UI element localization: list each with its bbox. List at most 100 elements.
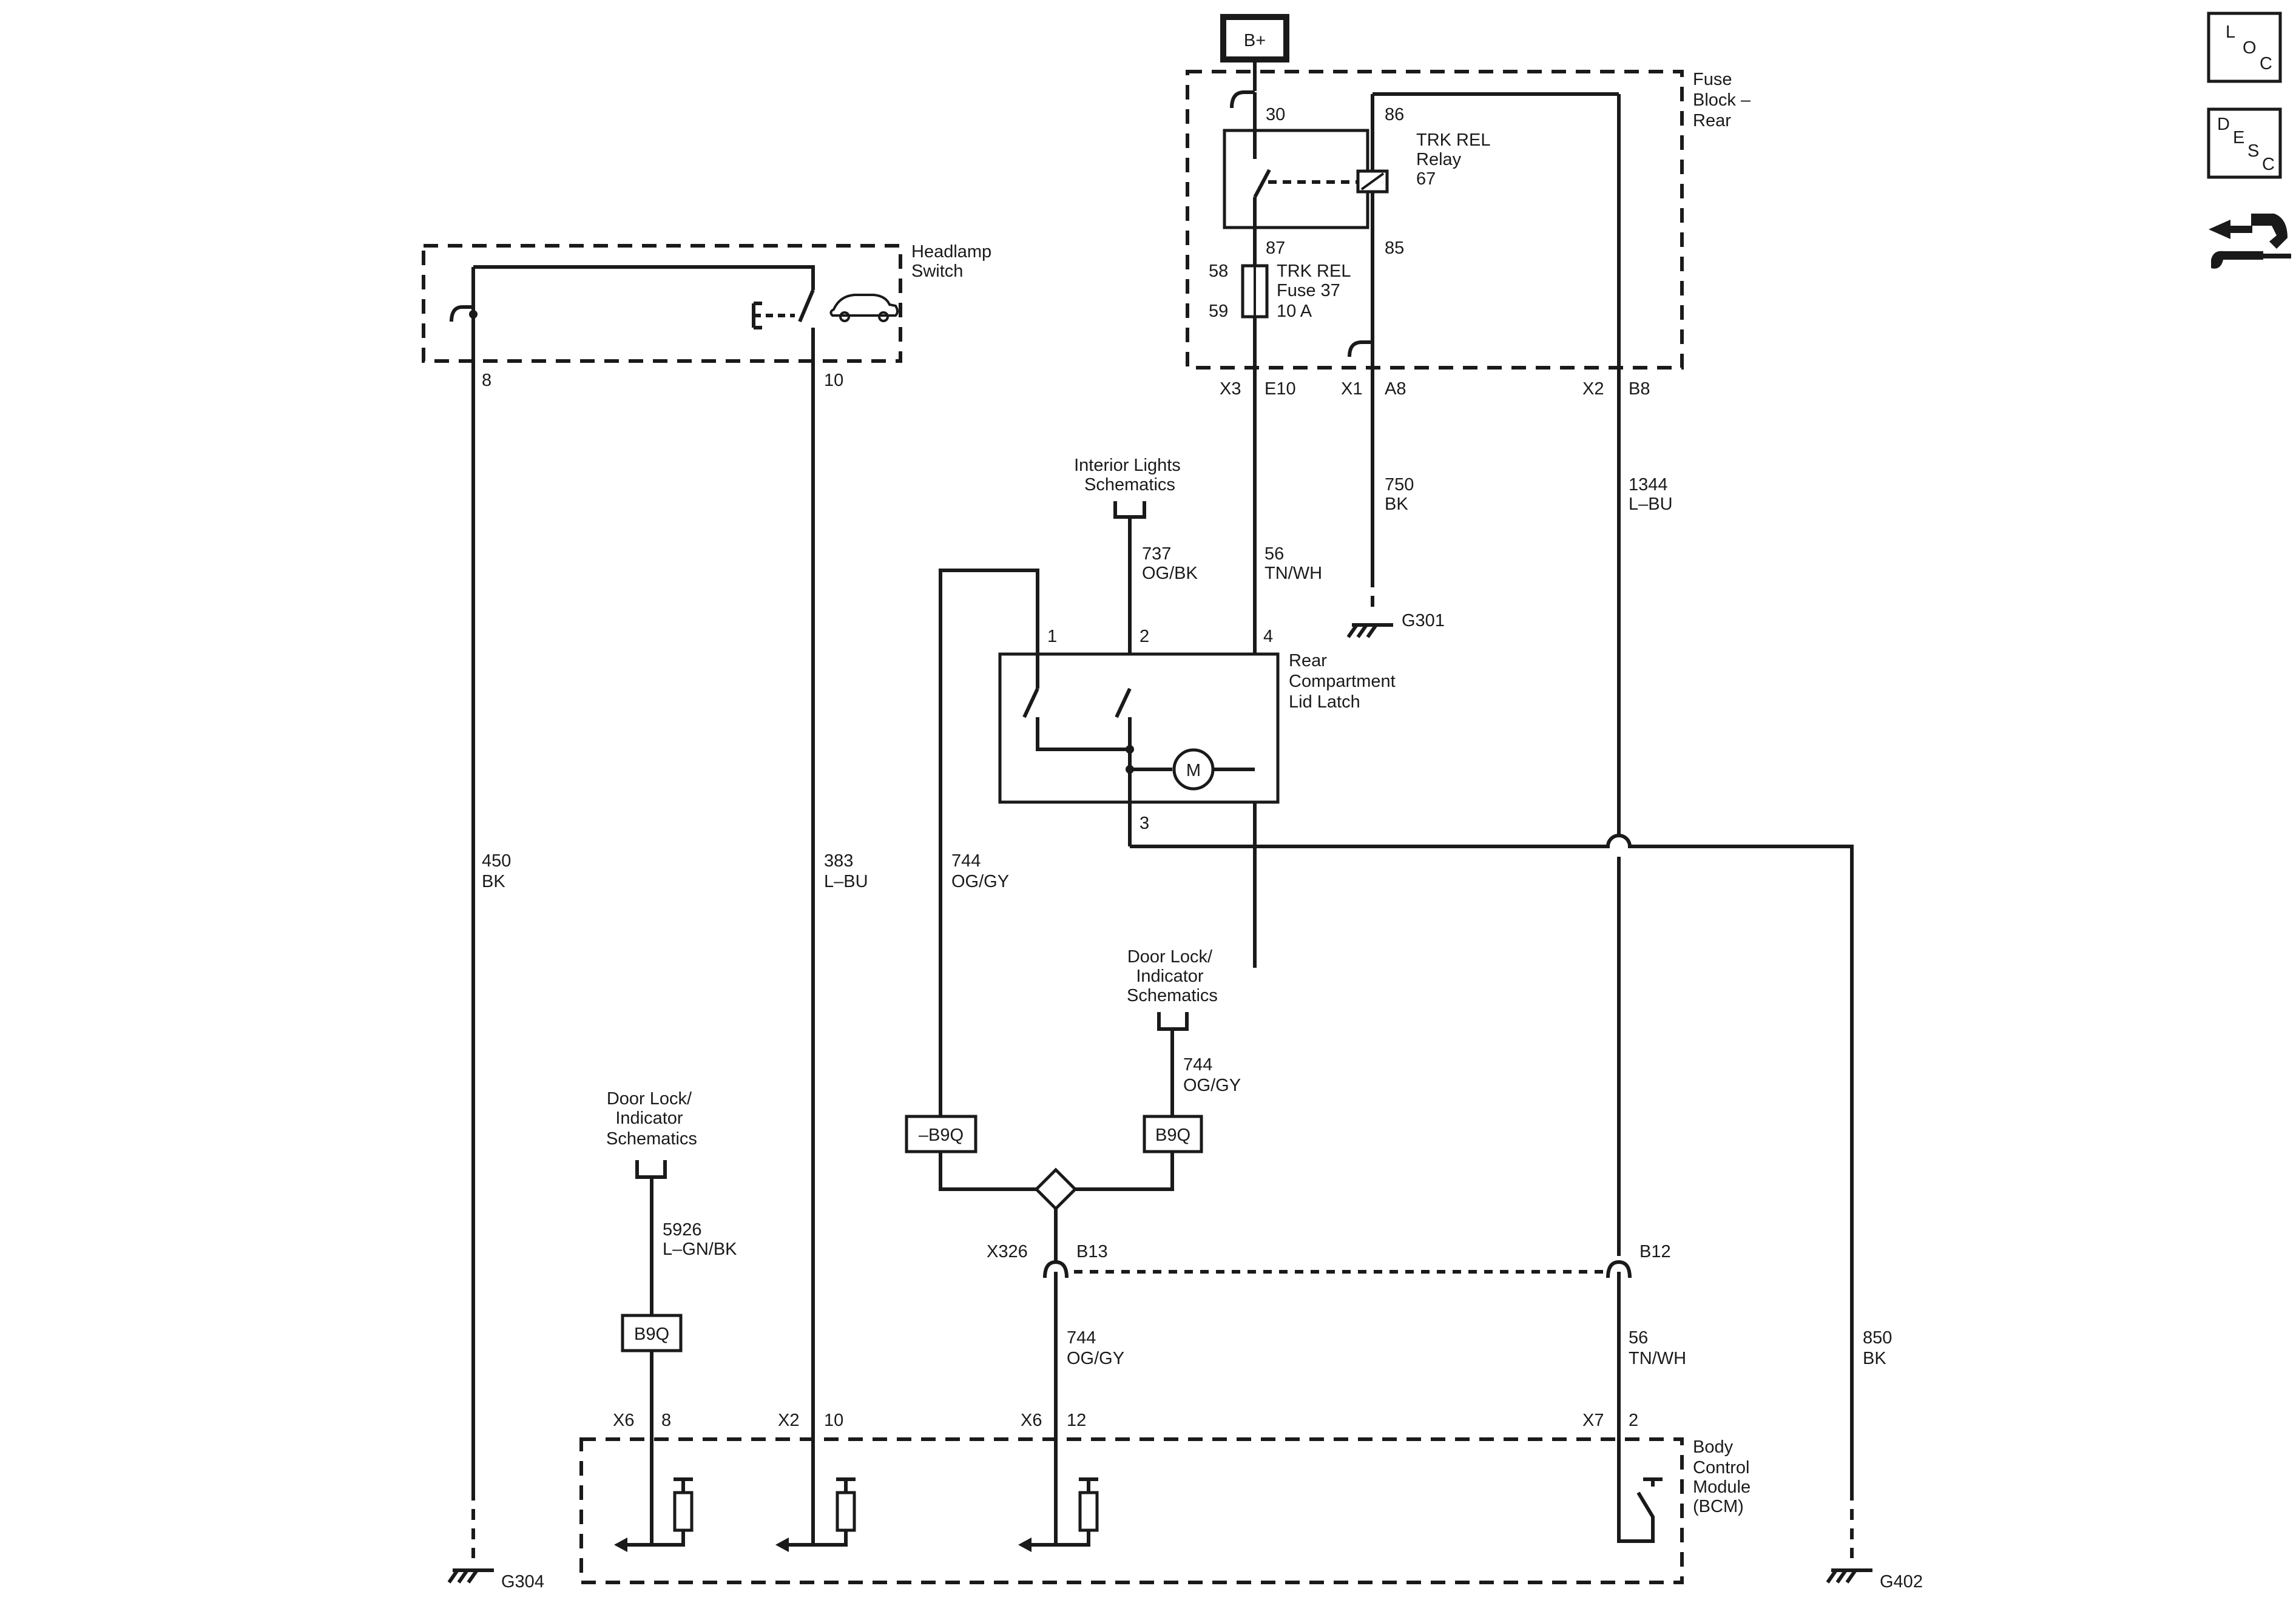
pin-87: 87 [1266,238,1285,258]
rear-compartment-lid-latch-box [998,652,1280,804]
headlamp-pin-8: 8 [482,371,491,390]
wire-737-label: 737 OG/BK [1142,544,1198,583]
svg-text:L: L [2226,22,2235,42]
latch-switch-1-contact [1022,687,1039,718]
bcm-input-pin-8 [614,1477,694,1552]
wire-383-label: 383 L–BU [824,851,868,891]
door-lock-indicator-ref-right: Door Lock/ Indicator Schematics [1127,947,1218,1005]
pin-86: 86 [1385,105,1404,124]
option-neg-b9q-box [905,1115,977,1153]
connector-a8-symbol [1348,340,1373,357]
door-lock-ref-left-bracket [635,1160,667,1179]
conn-b8: B8 [1629,379,1650,399]
pin-30: 30 [1266,105,1285,124]
wire-744-upper-label: 744 OG/GY [951,851,1009,891]
headlamp-switch-label: Headlamp Switch [911,242,996,281]
connector-30-symbol [1230,90,1255,109]
vehicle-trunk-icon [829,294,899,317]
connector-repair-icon[interactable] [2209,214,2291,269]
latch-pin-4: 4 [1263,627,1273,646]
ground-g304: G304 [447,1568,544,1592]
headlamp-connector-8-symbol [450,305,473,322]
conn-a8: A8 [1385,379,1406,399]
headlamp-switch-boundary [422,244,902,363]
g304-label: G304 [501,1572,544,1592]
conn-e10: E10 [1264,379,1296,399]
x326-label: X326 [987,1242,1028,1261]
option-b9q-left-box [621,1314,683,1352]
b13-label: B13 [1076,1242,1108,1261]
latch-pin-1: 1 [1047,627,1057,646]
wire-850-label: 850 BK [1863,1328,1897,1368]
bcm-conn-x6-a: X6 [613,1411,634,1430]
wire-56-tn-wh-bcm [1617,1272,1655,1543]
svg-text:D: D [2217,115,2230,134]
svg-text:O: O [2243,38,2257,58]
pushbutton-symbol [752,302,762,329]
pin-58: 58 [1209,262,1228,281]
conn-x1: X1 [1341,379,1362,399]
bcm-conn-x7: X7 [1582,1411,1604,1430]
wire-744-og-gy-pin1 [939,569,1039,1116]
trk-rel-relay-label: TRK REL Relay 67 [1416,130,1494,189]
bcm-conn-x2: X2 [778,1411,799,1430]
latch-switch-2-contact [1115,687,1132,718]
svg-text:C: C [2262,155,2275,174]
relay-switch-contact [1253,169,1271,198]
door-lock-indicator-ref-left: Door Lock/ Indicator Schematics [606,1089,697,1149]
bcm-boundary [579,1437,1684,1584]
wire-56-tn-wh-upper-label: 56 TN/WH [1264,544,1322,583]
inline-connector-b13 [1043,1260,1069,1278]
option-b9q-right: B9Q [1155,1126,1190,1145]
latch-pin-3: 3 [1140,814,1149,833]
conn-x2: X2 [1582,379,1604,399]
door-lock-ref-right-bracket [1157,1012,1189,1031]
motor-label: M [1186,761,1201,780]
option-b9q-left: B9Q [634,1325,669,1344]
interior-lights-ref-bracket [1113,501,1146,519]
trk-rel-relay-box [1223,129,1369,229]
b12-label: B12 [1639,1242,1671,1261]
headlamp-switch-internal-wire [473,265,815,290]
headlamp-pin-10: 10 [824,371,843,390]
wire-744-bcm-label: 744 OG/GY [1067,1328,1124,1368]
conn-x3: X3 [1220,379,1241,399]
inline-connector-b12 [1606,1260,1632,1278]
svg-text:S: S [2247,141,2259,161]
rear-compartment-lid-latch-label: Rear Compartment Lid Latch [1289,651,1400,712]
g402-label: G402 [1880,1572,1923,1592]
bcm-input-pin-12 [1018,1477,1099,1552]
wire-450-label: 450 BK [482,851,516,891]
bcm-pin-12: 12 [1067,1411,1086,1430]
loc-icon[interactable]: L O C [2207,12,2282,83]
fuse-block-rear-boundary [1186,70,1684,370]
latch-motor [1172,748,1215,791]
trk-rel-fuse-label: TRK REL Fuse 37 10 A [1277,262,1355,321]
interior-lights-schematics-ref: Interior Lights Schematics [1074,456,1186,495]
desc-icon[interactable]: D E S C [2207,107,2282,179]
ground-g402: G402 [1826,1568,1923,1592]
b-plus-label: B+ [1244,31,1266,50]
bcm-conn-x6-b: X6 [1021,1411,1042,1430]
pin-85: 85 [1385,238,1404,258]
bcm-input-pin-10 [775,1477,856,1552]
svg-text:C: C [2260,54,2272,73]
wire-1344-label: 1344 L–BU [1629,475,1673,514]
option-neg-b9q: –B9Q [919,1126,964,1145]
bcm-pin-2: 2 [1629,1411,1638,1430]
wire-850-bk [1130,834,1854,1490]
ground-g301: G301 [1346,611,1445,638]
wire-56-bcm-label: 56 TN/WH [1629,1328,1686,1368]
svg-text:E: E [2233,128,2244,147]
bcm-pin-8: 8 [661,1411,671,1430]
pin-59: 59 [1209,302,1228,321]
bcm-label: Body Control Module (BCM) [1693,1437,1755,1516]
bcm-output-switch-pin-2 [1636,1477,1663,1523]
bcm-pin-10: 10 [824,1411,843,1430]
wire-750-label: 750 BK [1385,475,1419,514]
battery-positive-terminal: B+ [1220,14,1289,62]
fuse-block-rear-label: Fuse Block – Rear [1693,70,1755,130]
wire-744-right-label: 744 OG/GY [1183,1055,1241,1095]
headlamp-trunk-switch-contact [798,289,815,323]
